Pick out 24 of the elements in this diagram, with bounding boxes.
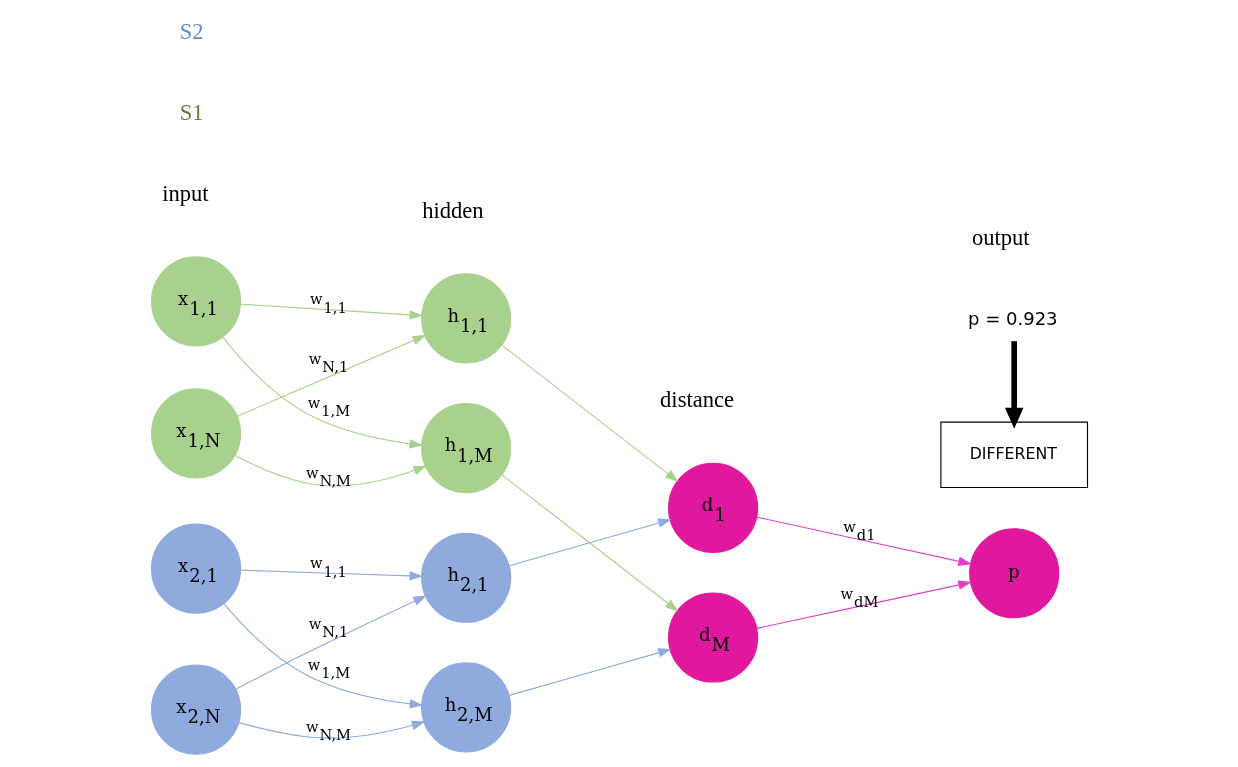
arrow bbox=[500, 474, 679, 612]
label: input bbox=[161, 181, 209, 207]
arrow bbox=[1004, 341, 1023, 429]
label: S1 bbox=[179, 99, 204, 125]
node-circle: p bbox=[968, 528, 1059, 619]
arrow bbox=[234, 454, 427, 487]
arrow bbox=[238, 720, 425, 739]
arrow bbox=[236, 335, 426, 417]
node-box: DIFFERENT bbox=[939, 421, 1088, 489]
label: S2 bbox=[179, 18, 204, 44]
arrow bbox=[755, 516, 972, 566]
arrow bbox=[222, 603, 423, 709]
arrow bbox=[755, 580, 972, 629]
label: distance bbox=[659, 387, 734, 413]
arrow bbox=[239, 569, 423, 581]
label: output bbox=[971, 225, 1030, 251]
arrow bbox=[500, 344, 679, 482]
node-text: p = 0.923 bbox=[967, 307, 1058, 329]
arrow bbox=[508, 648, 672, 696]
arrow bbox=[234, 595, 427, 690]
label: hidden bbox=[421, 198, 484, 224]
arrow bbox=[239, 303, 423, 320]
arrow bbox=[508, 518, 672, 567]
arrow bbox=[222, 337, 423, 449]
